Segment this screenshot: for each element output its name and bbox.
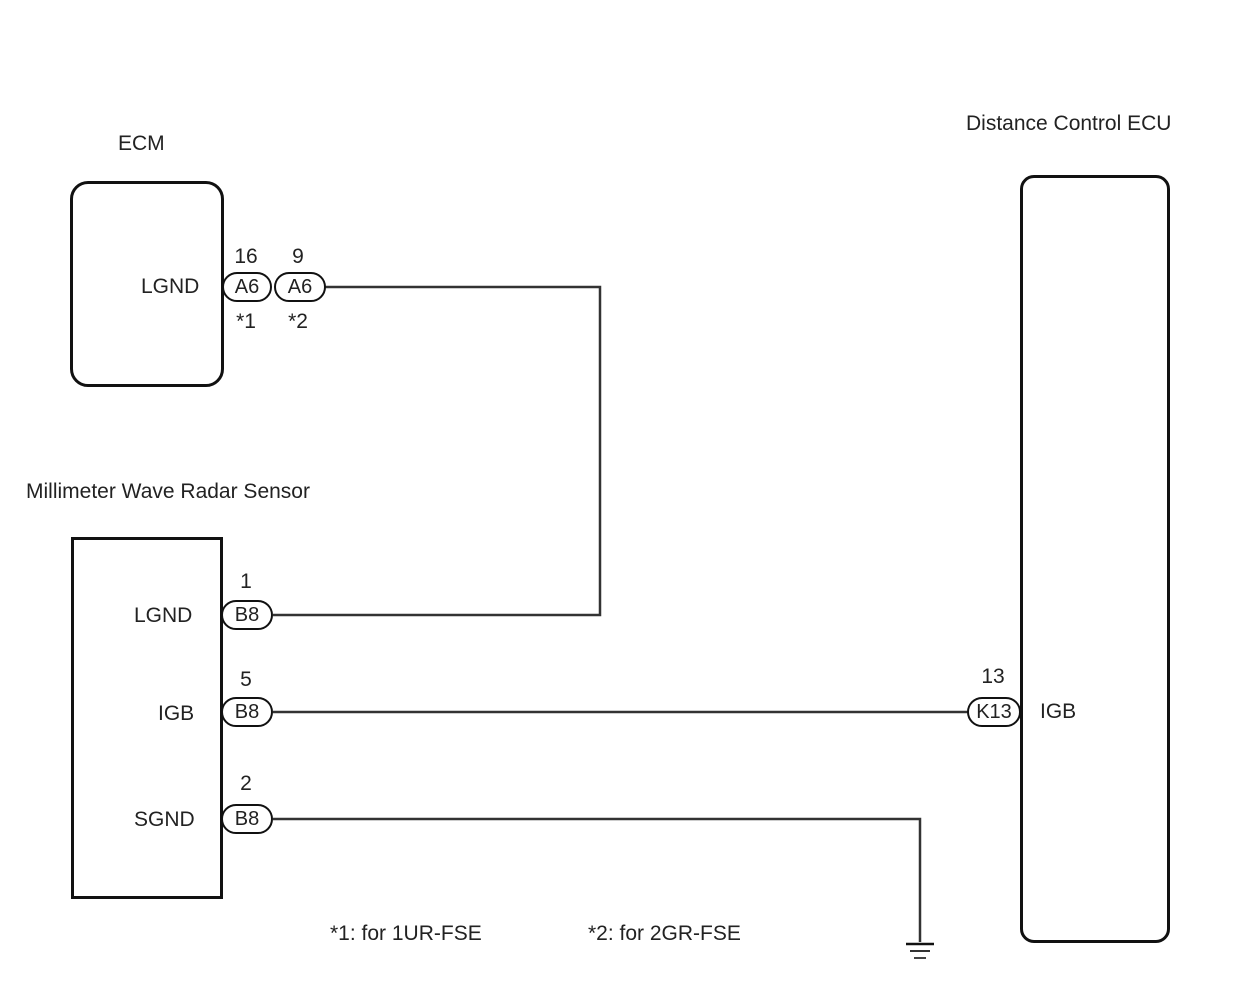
radar-pin-igb: 5 <box>240 668 252 691</box>
radar-title: Millimeter Wave Radar Sensor <box>26 480 310 503</box>
radar-terminal-sgnd: SGND <box>134 808 195 831</box>
ecm-note-a: *1 <box>236 310 256 333</box>
radar-connector-lgnd: B8 <box>221 600 273 630</box>
ecm-pin-a: 16 <box>234 245 258 268</box>
radar-connector-igb: B8 <box>221 697 273 727</box>
ecm-note-b: *2 <box>288 310 308 333</box>
ecu-terminal-igb: IGB <box>1040 700 1077 723</box>
ecm-terminal-lgnd: LGND <box>141 275 200 298</box>
footnote-2: *2: for 2GR-FSE <box>588 922 741 945</box>
wire-lgnd <box>273 285 602 617</box>
ecm-title: ECM <box>118 132 165 155</box>
ecu-title: Distance Control ECU <box>966 112 1172 135</box>
radar-connector-sgnd: B8 <box>221 804 273 834</box>
radar-terminal-lgnd: LGND <box>134 604 193 627</box>
radar-box <box>71 537 223 899</box>
ecm-box <box>70 181 224 387</box>
ecu-box <box>1020 175 1170 943</box>
ecu-pin-igb: 13 <box>981 665 1005 688</box>
ground-icon <box>906 942 934 959</box>
ecm-pin-b: 9 <box>292 245 304 268</box>
ecm-connector-a: A6 <box>222 272 272 302</box>
radar-pin-lgnd: 1 <box>240 570 252 593</box>
ecu-connector-igb: K13 <box>967 697 1021 727</box>
footnote-1: *1: for 1UR-FSE <box>330 922 482 945</box>
radar-terminal-igb: IGB <box>158 702 195 725</box>
radar-pin-sgnd: 2 <box>240 772 252 795</box>
wire-sgnd <box>273 817 922 942</box>
ecm-connector-b: A6 <box>274 272 326 302</box>
